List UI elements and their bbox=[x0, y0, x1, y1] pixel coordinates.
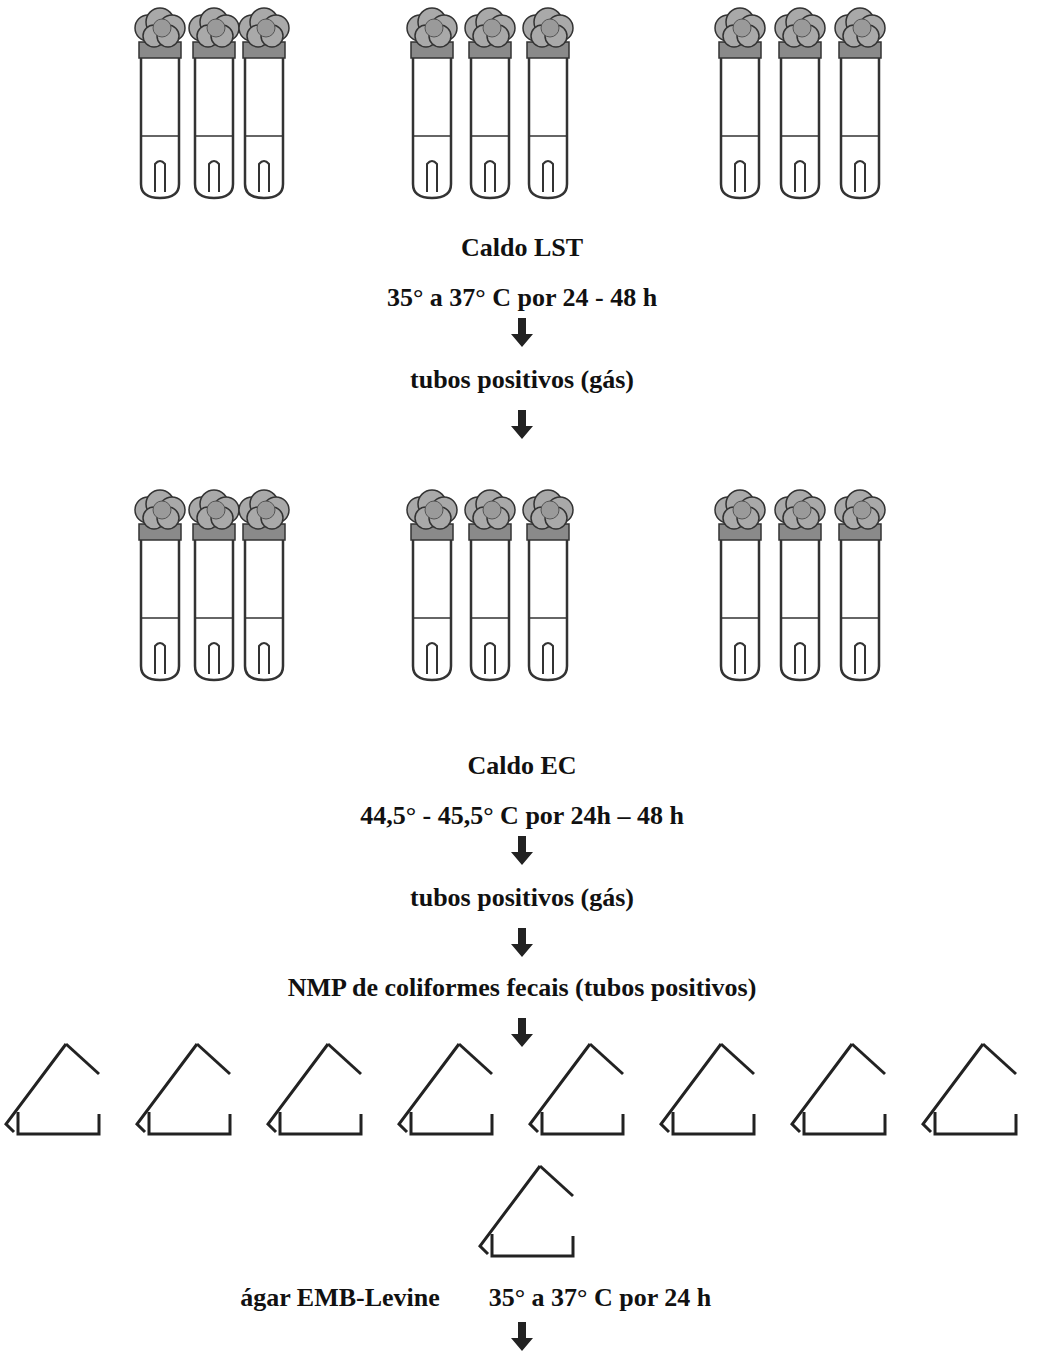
test-tube bbox=[189, 490, 239, 680]
step-label: tubos positivos (gás) bbox=[410, 882, 634, 913]
agar-slant bbox=[399, 1044, 492, 1134]
test-tube bbox=[189, 8, 239, 198]
test-tube bbox=[775, 490, 825, 680]
test-tube bbox=[775, 8, 825, 198]
agar-slant bbox=[661, 1044, 754, 1134]
agar-slant bbox=[923, 1044, 1016, 1134]
test-tube bbox=[465, 490, 515, 680]
agar-slant bbox=[792, 1044, 885, 1134]
test-tube bbox=[239, 490, 289, 680]
test-tubes bbox=[135, 8, 885, 680]
step-label: Caldo LST bbox=[461, 232, 583, 263]
agar-slant bbox=[6, 1044, 99, 1134]
step-label: 35° a 37° C por 24 - 48 h bbox=[387, 282, 657, 313]
test-tube bbox=[407, 8, 457, 198]
step-label: 44,5° - 45,5° C por 24h – 48 h bbox=[360, 800, 684, 831]
step-label: ágar EMB-Levine bbox=[240, 1282, 440, 1313]
test-tube bbox=[407, 490, 457, 680]
agar-slant bbox=[480, 1166, 573, 1256]
test-tube bbox=[715, 8, 765, 198]
test-tube bbox=[523, 8, 573, 198]
agar-slants bbox=[6, 1044, 1016, 1256]
step-label: 35° a 37° C por 24 h bbox=[489, 1282, 712, 1313]
step-label: NMP de coliformes fecais (tubos positivo… bbox=[288, 972, 757, 1003]
agar-slant bbox=[137, 1044, 230, 1134]
step-label: tubos positivos (gás) bbox=[410, 364, 634, 395]
test-tube bbox=[135, 490, 185, 680]
agar-slant bbox=[268, 1044, 361, 1134]
test-tube bbox=[465, 8, 515, 198]
test-tube bbox=[135, 8, 185, 198]
test-tube bbox=[835, 490, 885, 680]
test-tube bbox=[239, 8, 289, 198]
test-tube bbox=[715, 490, 765, 680]
down-arrows bbox=[511, 318, 533, 1351]
agar-slant bbox=[530, 1044, 623, 1134]
test-tube bbox=[835, 8, 885, 198]
step-label: Caldo EC bbox=[467, 750, 576, 781]
test-tube bbox=[523, 490, 573, 680]
